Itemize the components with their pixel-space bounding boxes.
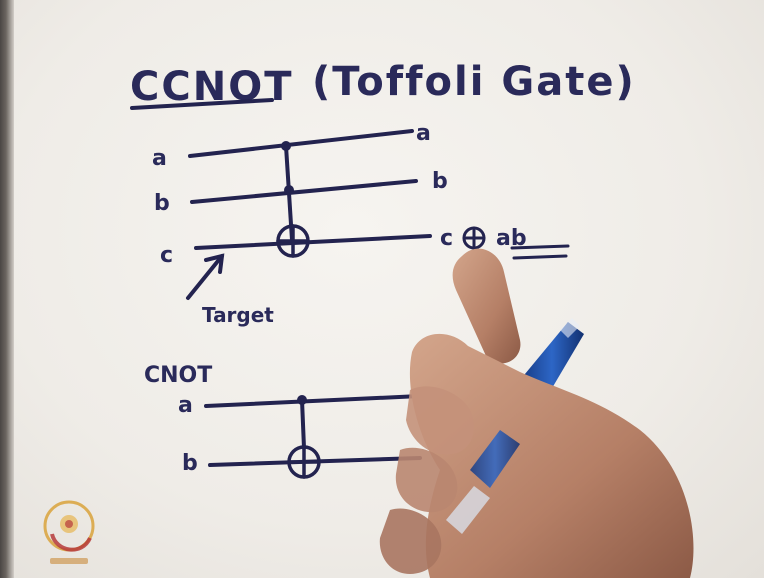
target-label: Target [202, 303, 274, 327]
ab-underline-2 [512, 254, 568, 260]
target-arrow-icon [186, 253, 225, 300]
toffoli-output-a: a [416, 121, 431, 146]
toffoli-wire-c [194, 234, 432, 250]
toffoli-wire-a [188, 129, 414, 158]
toffoli-wire-b [190, 179, 418, 204]
circled-plus-icon [287, 445, 321, 479]
title-subtitle: (Toffoli Gate) [312, 59, 636, 105]
toffoli-input-a: a [152, 146, 167, 171]
toffoli-input-b: b [154, 191, 170, 216]
cnot-wire-a [204, 394, 422, 408]
toffoli-output-b: b [432, 169, 448, 194]
cnot-equals-mark [450, 447, 476, 460]
toffoli-output-c: c [440, 226, 453, 251]
cnot-input-b: b [182, 451, 198, 476]
circled-plus-icon [276, 224, 310, 258]
ab-underline-1 [510, 244, 570, 250]
toffoli-control-line [284, 144, 294, 242]
cnot-control-line [300, 398, 306, 450]
title-underline [130, 98, 274, 110]
logo-icon [43, 500, 95, 564]
xor-icon [462, 226, 486, 250]
cnot-input-a: a [178, 393, 193, 418]
cnot-title: CNOT [144, 363, 212, 388]
toffoli-input-c: c [160, 243, 173, 268]
